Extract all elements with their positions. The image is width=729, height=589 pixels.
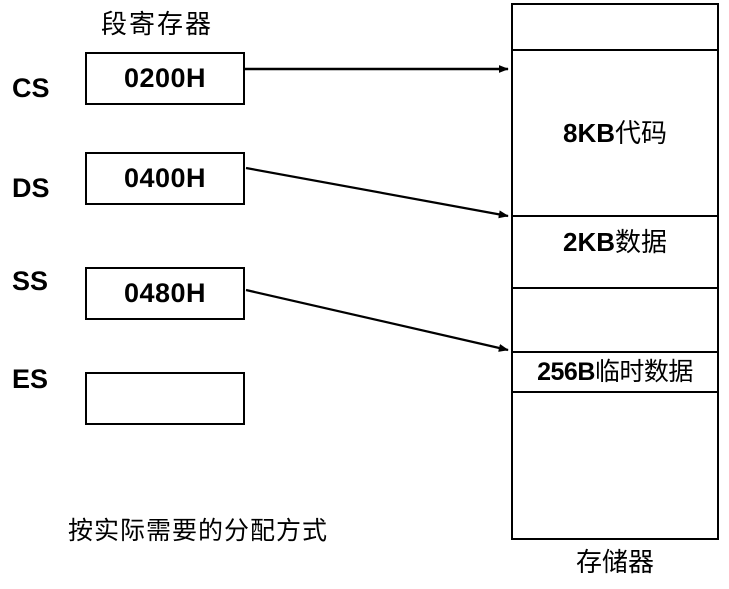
segment-register-title: 段寄存器 [101,10,214,40]
memory-block-code: 8KB代码 [513,51,717,215]
memory-column-label: 存储器 [575,548,654,578]
memory-block-code-name: 代码 [615,118,668,149]
memory-block-unused-top [513,5,717,49]
diagram-caption: 按实际需要的分配方式 [68,516,329,545]
register-label-es: ES [12,364,49,394]
memory-divider-1 [511,49,719,51]
register-box-ss[interactable]: 0480H [85,267,245,320]
memory-block-data: 2KB数据 [513,217,717,287]
memory-block-temp-name: 临时数据 [594,357,694,386]
register-box-cs[interactable]: 0200H [85,52,245,105]
memory-divider-2 [511,215,719,217]
memory-block-data-label: 2KB数据 [563,229,667,256]
register-box-es[interactable] [85,372,245,425]
memory-block-code-label: 8KB代码 [563,120,667,147]
memory-block-temp-size: 256B [537,358,595,386]
memory-block-temp: 256B临时数据 [513,353,717,391]
memory-block-temp-label: 256B临时数据 [537,359,693,385]
register-value-ss: 0480H [123,278,207,308]
memory-divider-3 [511,287,719,289]
register-box-ds[interactable]: 0400H [85,152,245,205]
register-value-ds: 0400H [123,163,207,193]
register-label-cs: CS [12,73,50,103]
memory-block-unused-bottom [513,393,717,538]
memory-block-data-name: 数据 [615,228,668,258]
memory-divider-5 [511,391,719,393]
memory-block-unused-middle [513,289,717,351]
register-label-ss: SS [12,266,49,296]
memory-block-data-size: 2KB [562,227,615,257]
memory-column [511,3,719,540]
memory-divider-4 [511,351,719,353]
register-value-cs: 0200H [123,63,207,93]
register-label-ds: DS [12,173,50,203]
memory-block-code-size: 8KB [562,117,615,148]
arrow-ss-to-temp [245,288,509,352]
arrow-ds-to-data [245,166,509,219]
